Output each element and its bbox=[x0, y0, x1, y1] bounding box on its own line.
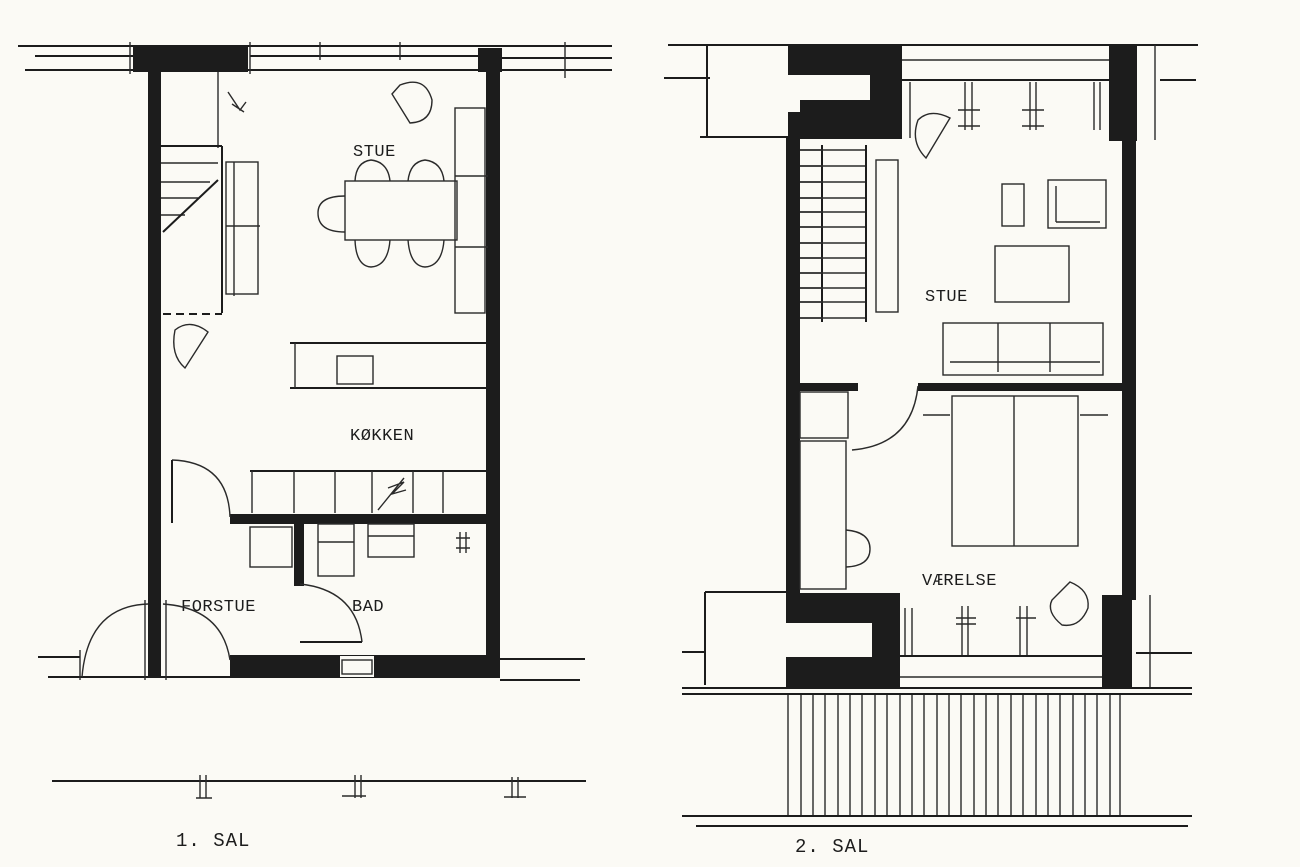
staircase-2 bbox=[800, 145, 899, 322]
room-label-vaerelse: VÆRELSE bbox=[922, 572, 997, 591]
closet bbox=[799, 391, 849, 439]
living-furniture bbox=[942, 179, 1107, 376]
wardrobe bbox=[799, 440, 847, 590]
chair bbox=[173, 323, 209, 370]
room-label-kokken: KØKKEN bbox=[350, 427, 414, 446]
staircase bbox=[161, 72, 247, 315]
kitchen-cabinets bbox=[250, 470, 488, 513]
kitchen-counter bbox=[290, 342, 488, 389]
shelf bbox=[225, 161, 260, 296]
chair-bedroom bbox=[845, 529, 871, 568]
bath-fixtures bbox=[249, 523, 470, 577]
balcony-rail bbox=[52, 775, 586, 799]
left-wall-2 bbox=[786, 137, 800, 597]
room-label-bad: BAD bbox=[352, 598, 384, 617]
interior-wall bbox=[230, 514, 488, 524]
bed bbox=[923, 395, 1108, 547]
plan-caption-2-sal: 2. SAL bbox=[795, 836, 869, 858]
plan-2-sal: STUE VÆRELSE bbox=[664, 44, 1198, 858]
chair-top bbox=[914, 112, 951, 160]
room-label-stue-2: STUE bbox=[925, 288, 968, 307]
terrace-slats bbox=[787, 695, 1121, 815]
bath-door-swing bbox=[299, 583, 363, 643]
top-facade bbox=[18, 42, 612, 78]
plan-1-sal: STUE KØKKEN bbox=[18, 42, 612, 852]
entrance-door-swing bbox=[81, 603, 149, 678]
chair-bedroom-2 bbox=[1049, 581, 1089, 627]
door-swing bbox=[171, 459, 231, 518]
plan-caption-1-sal: 1. SAL bbox=[176, 830, 250, 852]
room-label-stue: STUE bbox=[353, 143, 396, 162]
room-label-forstue: FORSTUE bbox=[181, 598, 256, 617]
dining-set bbox=[317, 81, 488, 314]
right-wall-2 bbox=[1122, 140, 1136, 600]
entrance-door-swing-inner bbox=[162, 603, 231, 661]
bedroom-door-swing bbox=[851, 385, 919, 451]
right-wall bbox=[486, 70, 500, 678]
left-wall bbox=[148, 70, 161, 678]
